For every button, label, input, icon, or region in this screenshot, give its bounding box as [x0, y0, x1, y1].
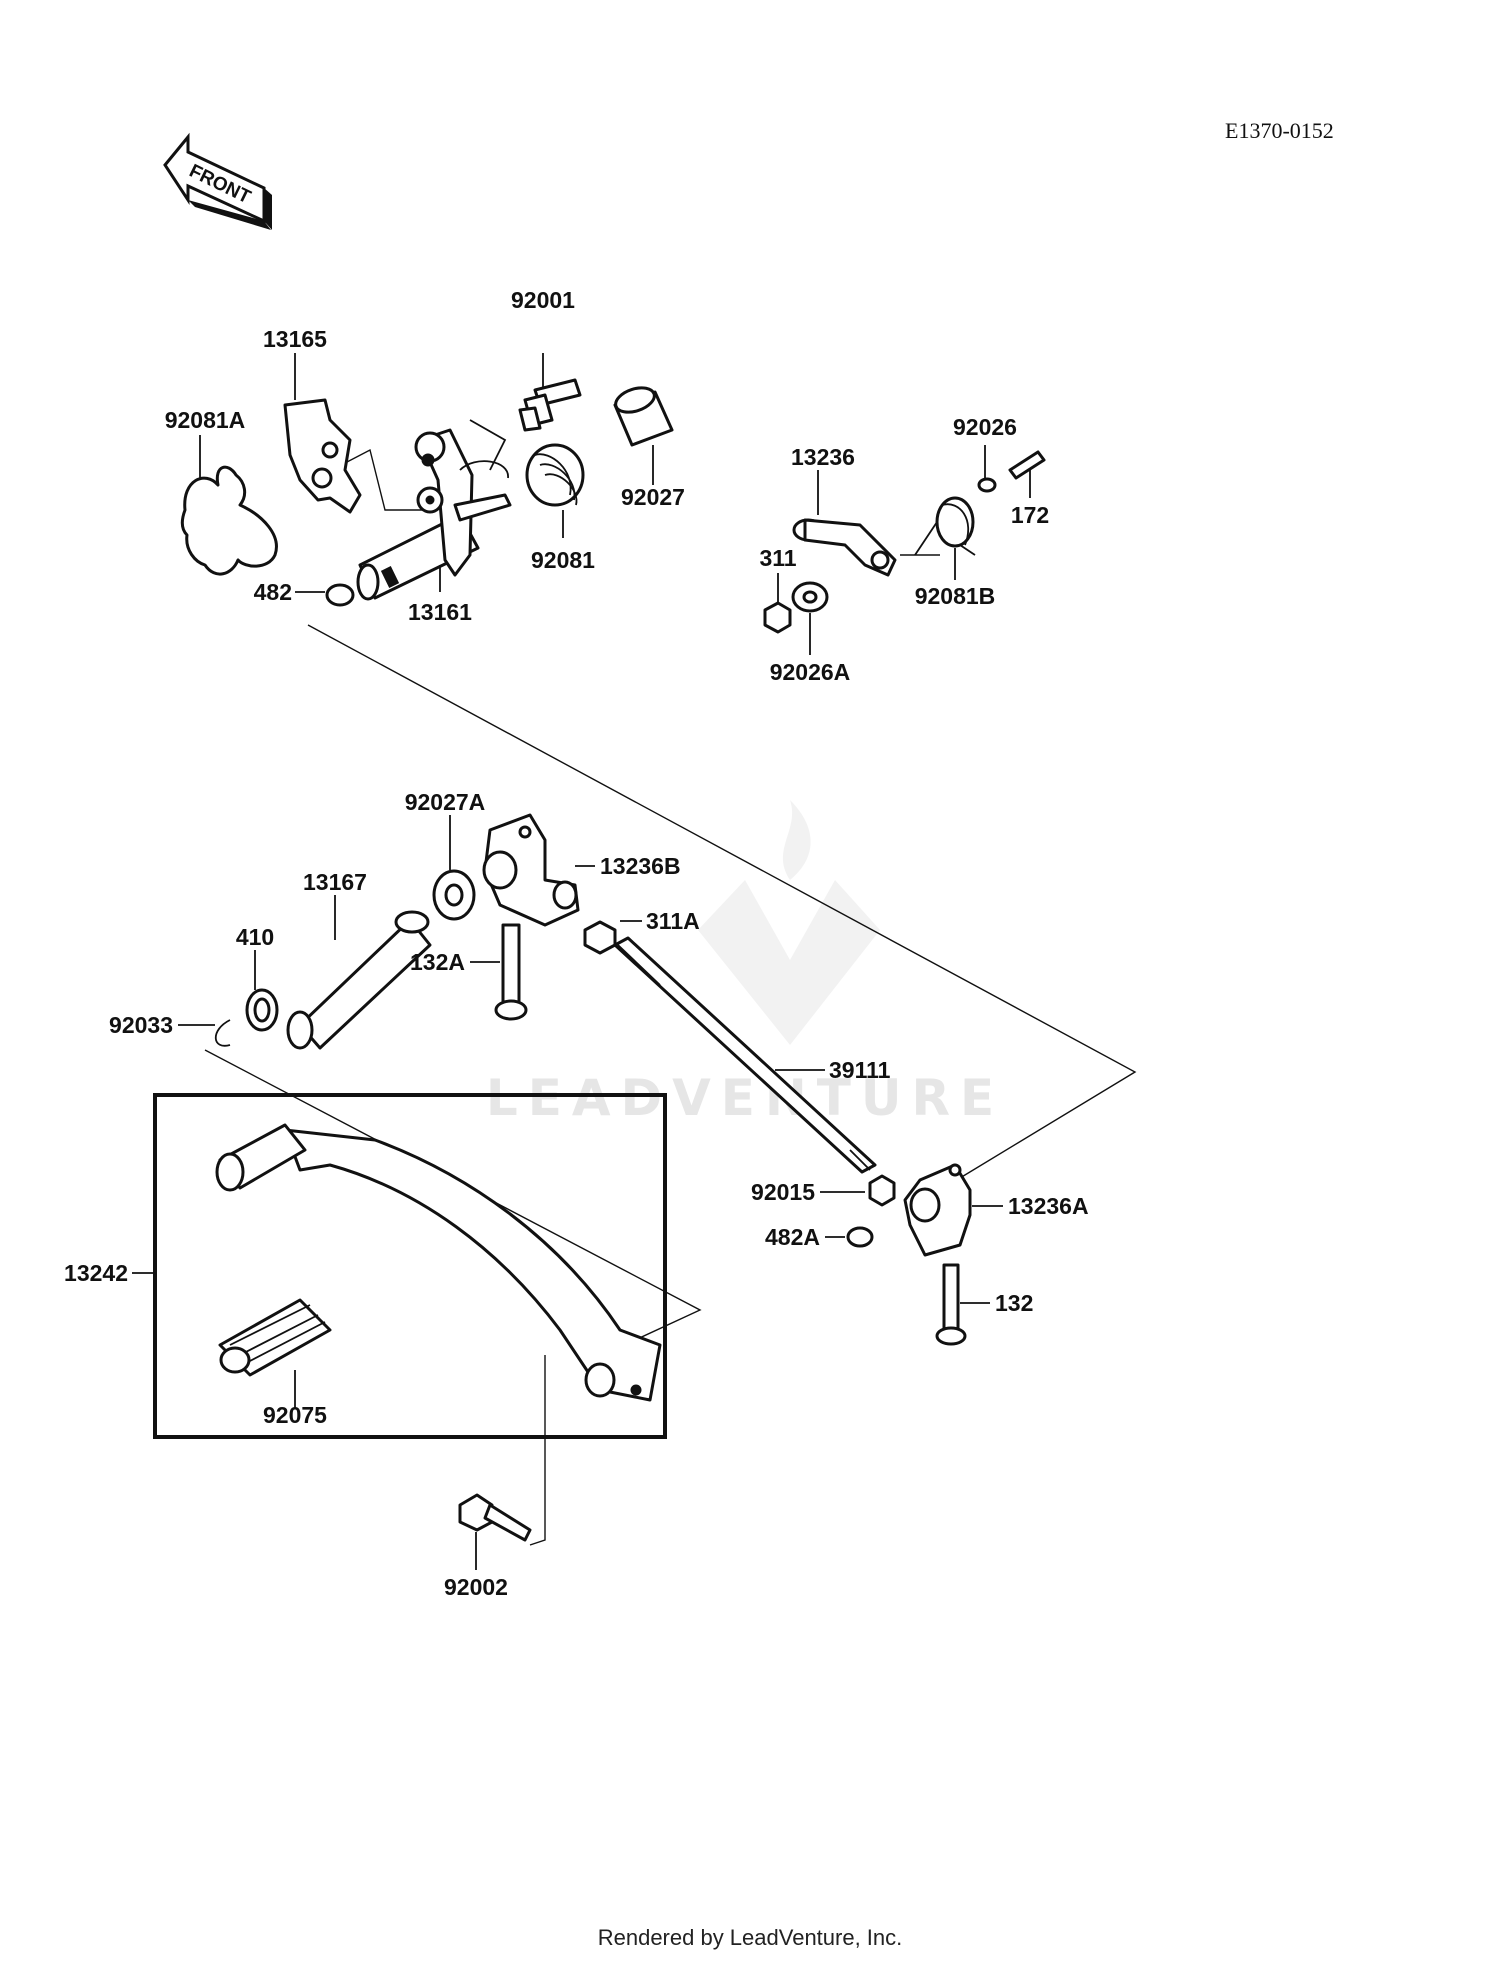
callout-13236: 13236 [791, 444, 855, 470]
callout-13242: 13242 [64, 1260, 128, 1286]
callout-482: 482 [254, 579, 292, 605]
nut-311 [763, 601, 792, 634]
reference-code: E1370-0152 [1225, 118, 1334, 143]
gasket-92081A [180, 465, 278, 576]
shaft-13167 [286, 910, 432, 1050]
nut-92015 [868, 1174, 896, 1207]
callout-92075: 92075 [263, 1402, 327, 1428]
front-arrow-icon: FRONT [163, 132, 272, 230]
watermark-text: LEADVENTURE [486, 1069, 1004, 1127]
bolt-92001 [518, 378, 582, 432]
callout-92081A: 92081A [165, 407, 246, 433]
callout-labels: 13165 92001 92081A 92027 92081 482 13161… [64, 287, 1089, 1600]
pedal-box-13242 [153, 1093, 667, 1439]
callout-92015: 92015 [751, 1179, 815, 1205]
watermark-logo [698, 800, 880, 1045]
washer-92027A [432, 869, 476, 921]
callout-92081: 92081 [531, 547, 595, 573]
bolt-92002 [458, 1493, 532, 1542]
nut-311A [583, 920, 617, 955]
callout-92002: 92002 [444, 1574, 508, 1600]
washer-92026A [791, 581, 829, 613]
callout-311: 311 [759, 545, 796, 571]
assembly-line-plate [346, 448, 430, 511]
bolt-132 [935, 1263, 967, 1346]
callout-132: 132 [995, 1290, 1033, 1316]
callout-92033: 92033 [109, 1012, 173, 1038]
rod-39111 [613, 936, 877, 1174]
leader-lines [132, 353, 1031, 1570]
spring-92081B [914, 496, 976, 556]
callout-92026: 92026 [953, 414, 1017, 440]
washer-482 [325, 583, 355, 607]
callout-13167: 13167 [303, 869, 367, 895]
callout-39111: 39111 [829, 1057, 891, 1083]
bolt-172 [1008, 450, 1046, 480]
plate-13165 [283, 398, 362, 514]
callout-13161: 13161 [408, 599, 472, 625]
callout-92081B: 92081B [915, 583, 996, 609]
footer-credit: Rendered by LeadVenture, Inc. [598, 1925, 903, 1950]
callout-132A: 132A [410, 949, 465, 975]
callout-13165: 13165 [263, 326, 327, 352]
callout-13236B: 13236B [600, 853, 681, 879]
bolt-132A [494, 923, 528, 1021]
assembly-line-pedal [204, 1049, 702, 1348]
collar-92027 [613, 386, 674, 447]
callout-92027: 92027 [621, 484, 685, 510]
watermark: LEADVENTURE [486, 800, 1004, 1127]
pedal-lever [215, 1123, 662, 1402]
callout-482A: 482A [765, 1224, 820, 1250]
washer-410 [245, 988, 279, 1032]
callout-92027A: 92027A [405, 789, 486, 815]
circlip-92033 [214, 1019, 231, 1047]
callout-410: 410 [236, 924, 274, 950]
spring-92081 [459, 419, 585, 507]
shift-shaft-13161 [356, 428, 512, 601]
assembly-line-shaft [307, 624, 1137, 1179]
callout-92001: 92001 [511, 287, 575, 313]
arm-13236 [792, 518, 897, 577]
assembly-line-bolt [529, 1355, 546, 1546]
clamp-13236B [482, 813, 580, 927]
clamp-13236A [903, 1163, 972, 1257]
callout-92026A: 92026A [770, 659, 851, 685]
pedal-rubber-92075 [218, 1298, 332, 1377]
callout-13236A: 13236A [1008, 1193, 1089, 1219]
washer-482A [846, 1226, 874, 1248]
washer-92026 [977, 477, 997, 493]
callout-172: 172 [1011, 502, 1049, 528]
assembly-lines [204, 448, 1137, 1546]
callout-311A: 311A [646, 908, 700, 934]
